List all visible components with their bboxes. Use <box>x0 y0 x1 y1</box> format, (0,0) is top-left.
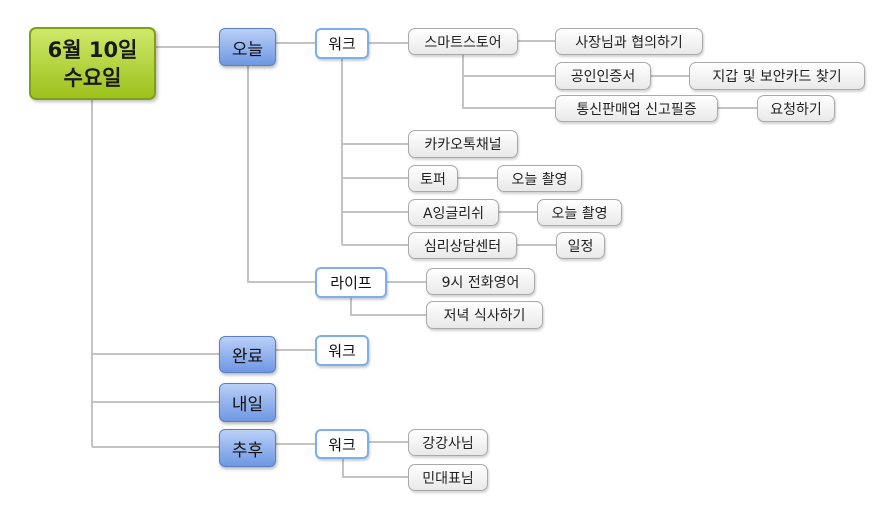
topper-label: 토퍼 <box>420 171 446 188</box>
english-shoot-node[interactable]: 오늘 촬영 <box>537 199 622 226</box>
branch-done[interactable]: 완료 <box>219 336 276 373</box>
smartstore-node[interactable]: 스마트스토어 <box>408 28 518 55</box>
today-life-node[interactable]: 라이프 <box>315 267 387 298</box>
branch-today-label: 오늘 <box>231 39 264 60</box>
call-english-node[interactable]: 9시 전화영어 <box>426 268 535 295</box>
root-date: 6월 10일 <box>47 37 138 62</box>
schedule-node[interactable]: 일정 <box>556 232 605 259</box>
done-work-label: 워크 <box>328 342 356 360</box>
kang-node[interactable]: 강강사님 <box>408 429 488 456</box>
talk-ceo-label: 사장님과 협의하기 <box>575 34 683 51</box>
min-node[interactable]: 민대표님 <box>408 464 488 491</box>
min-label: 민대표님 <box>422 470 474 487</box>
branch-later[interactable]: 추후 <box>219 429 276 467</box>
counseling-label: 심리상담센터 <box>423 238 502 255</box>
branch-tomorrow[interactable]: 내일 <box>219 383 276 422</box>
find-card-label: 지갑 및 보안카드 찾기 <box>712 69 842 85</box>
find-card-node[interactable]: 지갑 및 보안카드 찾기 <box>689 62 865 90</box>
root-weekday: 수요일 <box>63 65 122 90</box>
today-work-node[interactable]: 워크 <box>315 28 369 59</box>
english-shoot-label: 오늘 촬영 <box>551 205 608 222</box>
later-work-node[interactable]: 워크 <box>315 429 369 459</box>
smartstore-label: 스마트스토어 <box>424 34 502 51</box>
today-life-label: 라이프 <box>330 274 372 292</box>
talk-ceo-node[interactable]: 사장님과 협의하기 <box>555 28 703 55</box>
today-work-label: 워크 <box>328 35 356 53</box>
cert-label: 공인인증서 <box>570 69 636 85</box>
dinner-node[interactable]: 저녁 식사하기 <box>426 301 543 329</box>
request-node[interactable]: 요청하기 <box>757 95 835 122</box>
branch-tomorrow-label: 내일 <box>231 395 264 415</box>
mailorder-node[interactable]: 통신판매업 신고필증 <box>555 95 718 122</box>
topper-shoot-label: 오늘 촬영 <box>511 171 568 188</box>
branch-later-label: 추후 <box>231 440 264 461</box>
later-work-label: 워크 <box>328 435 356 454</box>
branch-today[interactable]: 오늘 <box>219 28 276 66</box>
done-work-node[interactable]: 워크 <box>315 335 369 366</box>
kakao-node[interactable]: 카카오톡채널 <box>408 130 518 158</box>
topper-node[interactable]: 토퍼 <box>408 165 458 192</box>
kang-label: 강강사님 <box>422 435 474 452</box>
english-node[interactable]: A잉글리쉬 <box>408 199 499 226</box>
call-english-label: 9시 전화영어 <box>441 274 520 291</box>
mailorder-label: 통신판매업 신고필증 <box>576 101 697 118</box>
dinner-label: 저녁 식사하기 <box>443 308 526 324</box>
cert-node[interactable]: 공인인증서 <box>555 62 651 90</box>
request-label: 요청하기 <box>770 101 822 118</box>
schedule-label: 일정 <box>567 238 594 255</box>
topper-shoot-node[interactable]: 오늘 촬영 <box>497 165 582 192</box>
kakao-label: 카카오톡채널 <box>424 137 502 153</box>
root-node[interactable]: 6월 10일 수요일 <box>29 27 156 100</box>
counseling-node[interactable]: 심리상담센터 <box>408 232 517 259</box>
branch-done-label: 완료 <box>231 347 264 367</box>
english-label: A잉글리쉬 <box>422 205 485 222</box>
